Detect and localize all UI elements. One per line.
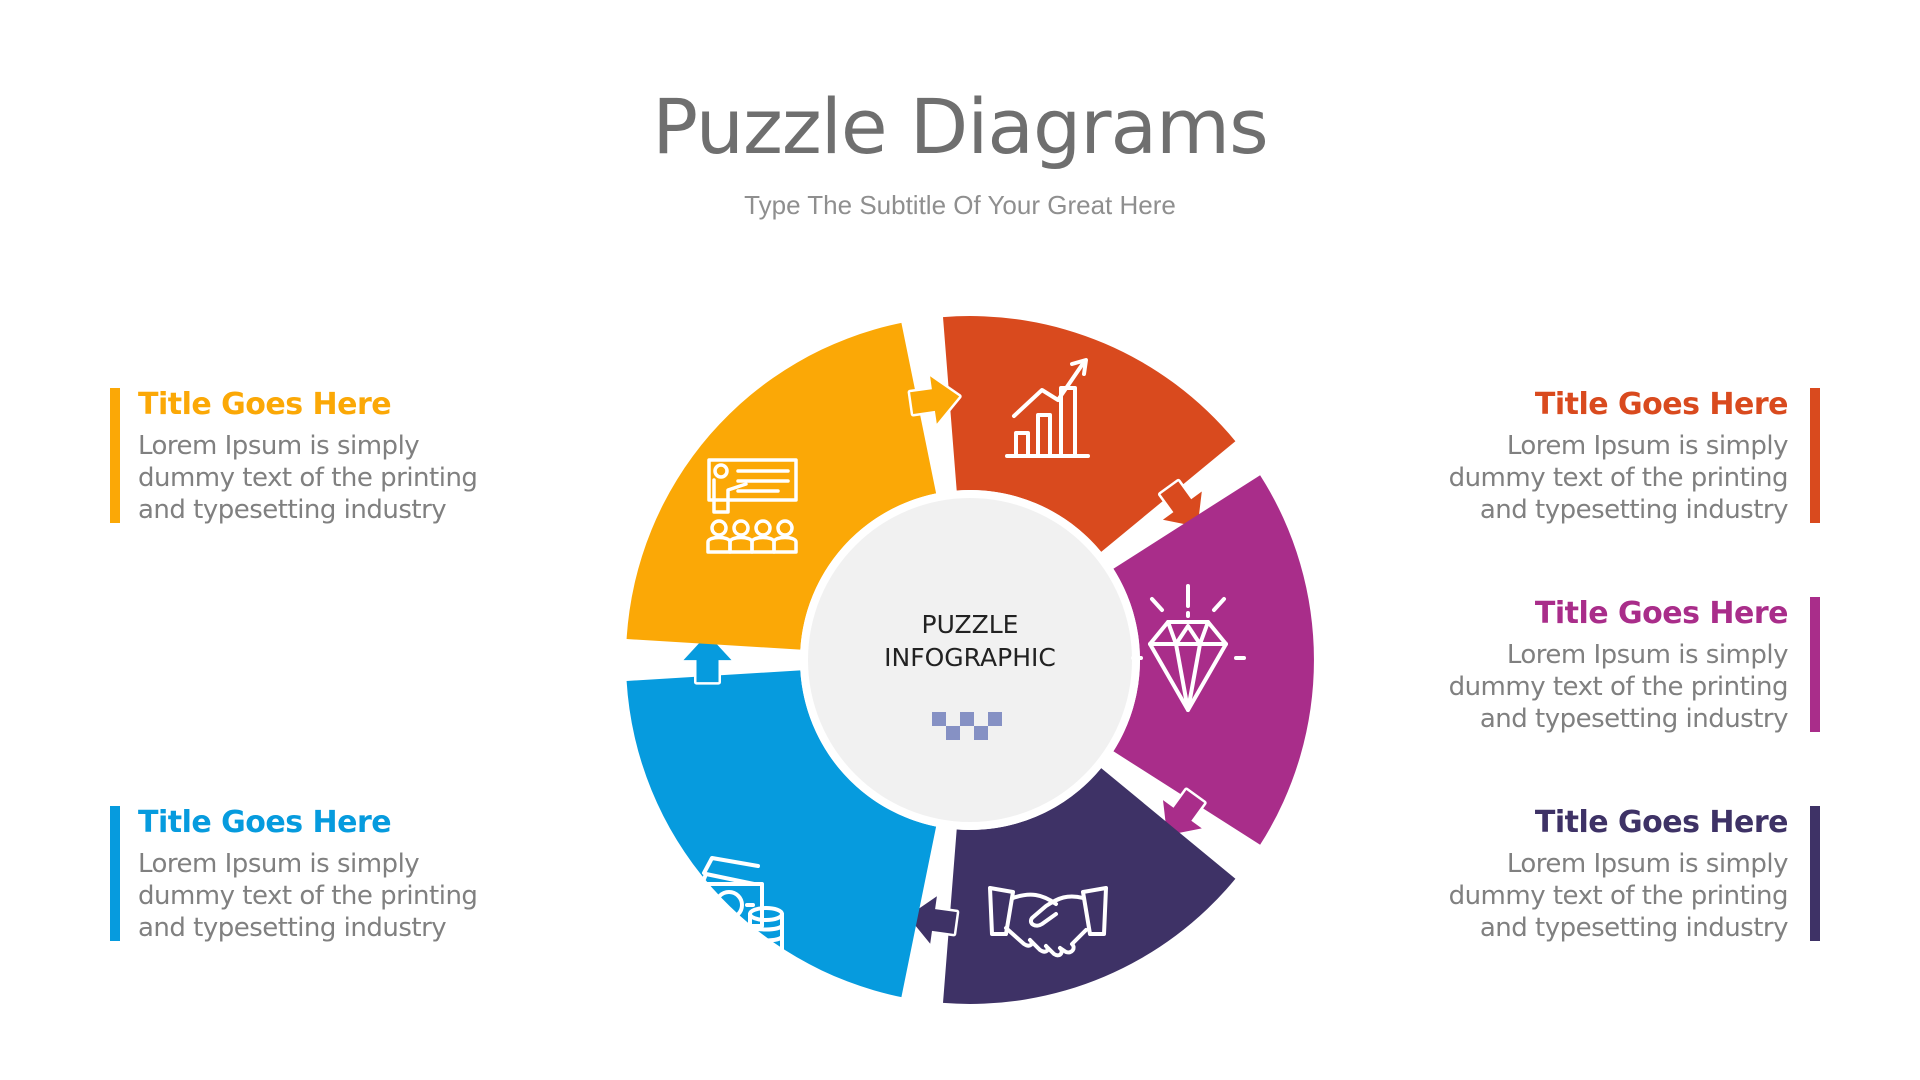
block-title: Title Goes Here xyxy=(138,805,392,840)
handshake-icon xyxy=(988,886,1108,958)
puzzle-segments xyxy=(626,316,1314,1004)
presentation-icon xyxy=(706,458,798,554)
center-circle xyxy=(808,498,1132,822)
puzzle-segment-5 xyxy=(626,322,937,650)
connector-arrow-1 xyxy=(1158,478,1205,530)
center-label-line2: INFOGRAPHIC xyxy=(884,643,1056,672)
accent-bar xyxy=(1810,597,1820,732)
growth-chart-icon xyxy=(1005,358,1090,458)
puzzle-segment-4 xyxy=(626,670,937,998)
diamond-icon xyxy=(1131,584,1246,712)
checker-dots-icon xyxy=(932,712,1002,740)
accent-bar xyxy=(110,806,120,941)
puzzle-wheel: PUZZLE INFOGRAPHIC xyxy=(626,316,1314,1004)
accent-bar xyxy=(1810,806,1820,941)
page-subtitle: Type The Subtitle Of Your Great Here xyxy=(744,190,1176,220)
accent-bar xyxy=(1810,388,1820,523)
block-title: Title Goes Here xyxy=(1534,387,1789,422)
money-icon xyxy=(694,856,784,964)
page-title: Puzzle Diagrams xyxy=(652,82,1268,171)
puzzle-segment-3 xyxy=(943,768,1236,1004)
block-title: Title Goes Here xyxy=(138,387,392,422)
connector-arrow-3 xyxy=(905,893,960,947)
connector-arrow-5 xyxy=(907,373,962,427)
block-title: Title Goes Here xyxy=(1534,805,1789,840)
connector-arrow-4 xyxy=(681,631,734,685)
puzzle-segment-2 xyxy=(1113,475,1314,845)
block-title: Title Goes Here xyxy=(1534,596,1789,631)
center-label-line1: PUZZLE xyxy=(922,610,1019,639)
connector-arrow-2 xyxy=(1160,787,1207,838)
accent-bar xyxy=(110,388,120,523)
